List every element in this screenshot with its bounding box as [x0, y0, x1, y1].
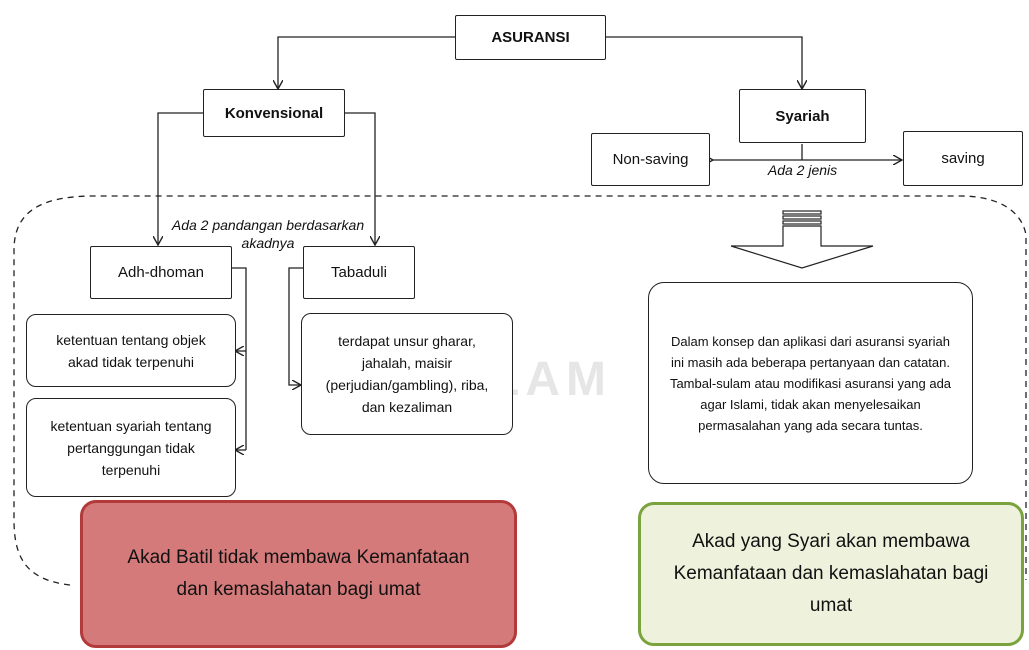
edge-root-syariah: [606, 36, 802, 88]
konvensional-label: Konvensional: [224, 104, 324, 122]
adh-point-objek-text: ketentuan tentang objek akad tidak terpe…: [56, 331, 206, 370]
non-saving-label: Non-saving: [612, 151, 689, 168]
adh-point-pertanggungan-text: ketentuan syariah tentang pertanggungan …: [50, 417, 212, 478]
conclusion-batil-text: Akad Batil tidak membawa Kemanfataan dan…: [127, 547, 470, 600]
tabaduli-label: Tabaduli: [331, 264, 387, 281]
adh-dhoman-label: Adh-dhoman: [118, 264, 204, 281]
tabaduli-point-text: terdapat unsur gharar, jahalah, maisir (…: [325, 333, 489, 415]
conclusion-syari-text: Akad yang Syari akan membawa Kemanfataan…: [673, 531, 989, 616]
konvensional-note: Ada 2 pandangan berdasarkan akadnya: [171, 217, 365, 251]
tabaduli-node: Tabaduli: [303, 246, 415, 299]
syariah-label: Syariah: [775, 107, 830, 125]
root-label: ASURANSI: [491, 29, 570, 46]
conclusion-syari: Akad yang Syari akan membawa Kemanfataan…: [638, 502, 1024, 646]
conclusion-batil: Akad Batil tidak membawa Kemanfataan dan…: [80, 500, 517, 648]
adh-dhoman-node: Adh-dhoman: [90, 246, 232, 299]
saving-label: saving: [941, 150, 985, 167]
konvensional-node: Konvensional: [203, 89, 345, 137]
saving-node: saving: [903, 131, 1023, 186]
syariah-note: Ada 2 jenis: [755, 162, 850, 178]
edge-konv-tabaduli: [345, 112, 375, 244]
edge-konv-adh: [158, 112, 203, 244]
edge-root-konvensional: [278, 36, 455, 88]
adh-point-objek: ketentuan tentang objek akad tidak terpe…: [26, 314, 236, 387]
syariah-remark: Dalam konsep dan aplikasi dari asuransi …: [648, 282, 973, 484]
non-saving-node: Non-saving: [591, 133, 710, 186]
edge-tabaduli-point: [288, 267, 303, 385]
syariah-node: Syariah: [739, 89, 866, 143]
adh-point-pertanggungan: ketentuan syariah tentang pertanggungan …: [26, 398, 236, 497]
down-arrow-icon: [730, 210, 874, 269]
tabaduli-point: terdapat unsur gharar, jahalah, maisir (…: [301, 313, 513, 435]
syariah-remark-text: Dalam konsep dan aplikasi dari asuransi …: [669, 333, 952, 433]
root-node: ASURANSI: [455, 15, 606, 60]
edge-adh-points: [232, 267, 247, 450]
